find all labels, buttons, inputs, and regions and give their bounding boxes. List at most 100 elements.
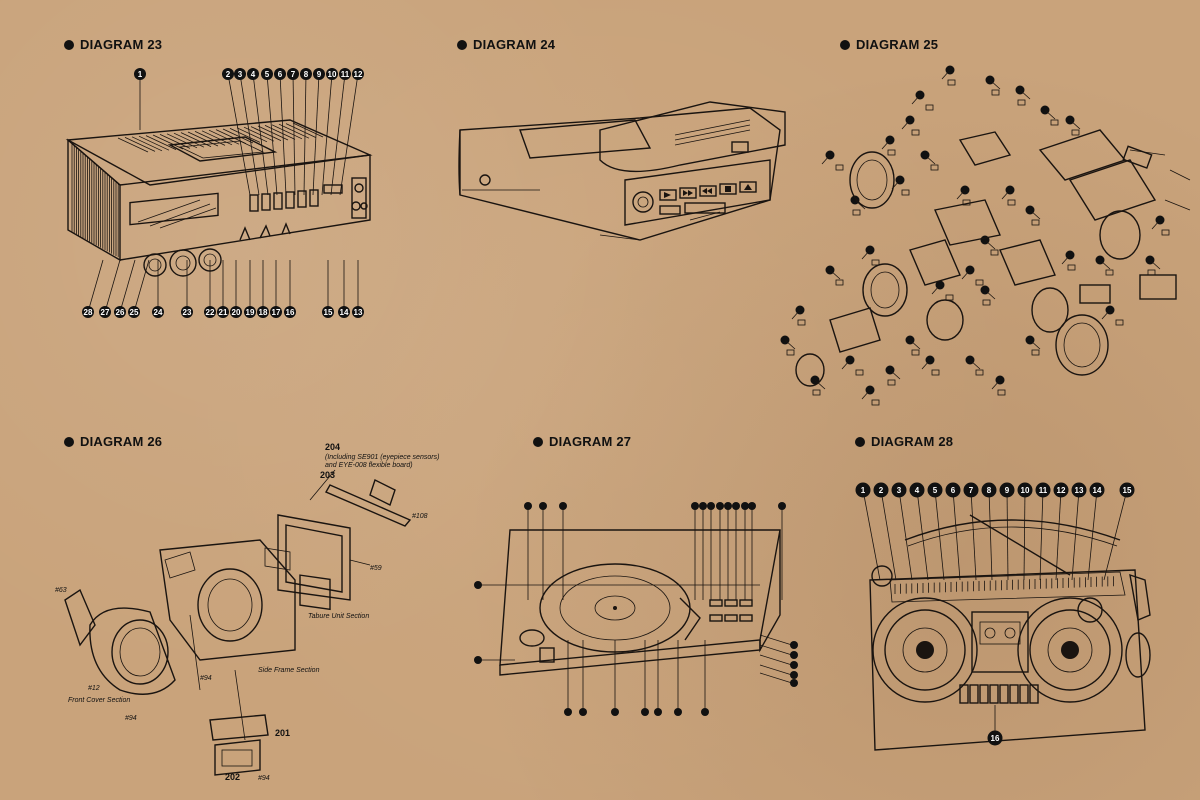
svg-text:6: 6 [278, 70, 283, 79]
callout-marker: 10 [1017, 482, 1033, 498]
label-94-b: #94 [200, 675, 212, 682]
label-63: #63 [55, 587, 67, 594]
svg-text:27: 27 [101, 308, 110, 317]
svg-text:15: 15 [1123, 486, 1132, 495]
label-108: #108 [412, 513, 428, 520]
callout-marker: 26 [114, 306, 126, 318]
svg-text:14: 14 [340, 308, 349, 317]
callout-marker: 8 [300, 68, 312, 80]
svg-text:10: 10 [1021, 486, 1030, 495]
callout-marker: 7 [287, 68, 299, 80]
svg-text:25: 25 [130, 308, 139, 317]
callout-marker: 23 [181, 306, 193, 318]
callout-marker: 2 [873, 482, 889, 498]
turntable-controls [709, 599, 753, 622]
diagram-27-heading: DIAGRAM 27 [533, 434, 631, 449]
callout-marker: 16 [284, 306, 296, 318]
svg-text:26: 26 [116, 308, 125, 317]
svg-text:24: 24 [154, 308, 163, 317]
svg-text:4: 4 [915, 486, 920, 495]
svg-text:15: 15 [324, 308, 333, 317]
callout-marker: 18 [257, 306, 269, 318]
callout-marker: 10 [326, 68, 338, 80]
svg-text:6: 6 [951, 486, 956, 495]
callout-marker: 14 [338, 306, 350, 318]
svg-text:28: 28 [84, 308, 93, 317]
svg-text:8: 8 [987, 486, 992, 495]
svg-text:7: 7 [969, 486, 974, 495]
callout-marker: 7 [963, 482, 979, 498]
svg-text:10: 10 [328, 70, 337, 79]
svg-text:19: 19 [246, 308, 255, 317]
turntable-illustration [474, 502, 798, 716]
label-94-a: #94 [125, 715, 137, 722]
svg-text:13: 13 [1075, 486, 1084, 495]
callout-marker: 16 [987, 730, 1003, 746]
callout-marker: 11 [1035, 482, 1051, 498]
svg-text:16: 16 [286, 308, 295, 317]
callout-marker: 3 [891, 482, 907, 498]
svg-text:2: 2 [879, 486, 884, 495]
portable-device-illustration [458, 101, 786, 241]
callout-marker: 3 [234, 68, 246, 80]
diagram-28-heading: DIAGRAM 28 [855, 434, 953, 449]
diagram-24-heading: DIAGRAM 24 [457, 37, 555, 52]
callout-marker: 4 [247, 68, 259, 80]
diagram-24-title: DIAGRAM 24 [473, 37, 556, 52]
label-203: 203 [320, 470, 335, 480]
left-speaker [872, 597, 978, 703]
diagram-26-title: DIAGRAM 26 [80, 434, 163, 449]
label-front-cover: Front Cover Section [68, 697, 130, 704]
label-204-note-2: and EYE-008 flexible board) [325, 462, 413, 469]
diagram-27-title: DIAGRAM 27 [549, 434, 632, 449]
svg-text:20: 20 [232, 308, 241, 317]
label-94-c: #94 [258, 775, 270, 782]
callout-marker: 28 [82, 306, 94, 318]
callout-marker: 2 [222, 68, 234, 80]
callout-marker: 13 [1071, 482, 1087, 498]
svg-text:21: 21 [219, 308, 228, 317]
bullet-icon [533, 436, 543, 447]
label-tabure-unit: Tabure Unit Section [308, 613, 369, 620]
callout-marker: 21 [217, 306, 229, 318]
bullet-icon [840, 39, 850, 50]
diagram-25-heading: DIAGRAM 25 [840, 37, 938, 52]
callout-marker: 25 [128, 306, 140, 318]
svg-text:23: 23 [183, 308, 192, 317]
svg-text:5: 5 [265, 70, 270, 79]
callout-marker: 9 [999, 482, 1015, 498]
svg-text:3: 3 [238, 70, 243, 79]
callout-marker: 15 [1119, 482, 1135, 498]
tuner-scale [894, 576, 1114, 594]
callout-marker: 12 [1053, 482, 1069, 498]
label-202: 202 [225, 772, 240, 782]
diagram-28-title: DIAGRAM 28 [871, 434, 954, 449]
svg-text:1: 1 [138, 70, 143, 79]
svg-text:7: 7 [291, 70, 296, 79]
callout-marker: 9 [313, 68, 325, 80]
exploded-parts-illustration [780, 65, 1191, 406]
diagram-25-title: DIAGRAM 25 [856, 37, 939, 52]
callout-marker: 20 [230, 306, 242, 318]
callout-marker: 15 [322, 306, 334, 318]
piano-keys [959, 684, 1039, 704]
speaker-grille [71, 122, 324, 258]
svg-text:9: 9 [317, 70, 322, 79]
transport-buttons [249, 184, 343, 212]
label-204: 204 [325, 442, 340, 452]
callout-marker: 13 [352, 306, 364, 318]
callout-marker: 1 [134, 68, 146, 80]
callout-marker: 6 [945, 482, 961, 498]
callout-marker: 1 [855, 482, 871, 498]
svg-text:9: 9 [1005, 486, 1010, 495]
callout-marker: 14 [1089, 482, 1105, 498]
playback-buttons [659, 181, 757, 201]
svg-text:4: 4 [251, 70, 256, 79]
callout-marker: 27 [99, 306, 111, 318]
callout-marker: 24 [152, 306, 164, 318]
diagram-23-title: DIAGRAM 23 [80, 37, 163, 52]
svg-text:2: 2 [226, 70, 231, 79]
callout-marker: 22 [204, 306, 216, 318]
